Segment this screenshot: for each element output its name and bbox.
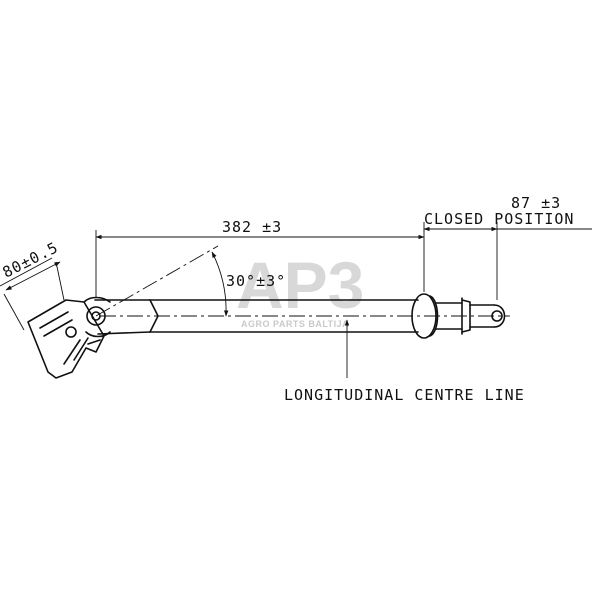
dimension-closed-label: CLOSED POSITION [424, 210, 574, 228]
dimension-width: 80±0.5 [0, 238, 61, 291]
angled-bracket [27, 299, 105, 379]
angled-centre-line [95, 245, 219, 317]
dimension-closed: 87 ±3 CLOSED POSITION [423, 194, 592, 232]
dimension-angle: 30°±3° [211, 251, 286, 317]
dimension-closed-value: 87 ±3 [511, 194, 561, 212]
watermark-logo: AP3 AGRO PARTS BALTIJA [236, 248, 364, 329]
dimension-width-label: 80±0.5 [0, 238, 61, 281]
swivel-end [83, 296, 151, 338]
watermark-subtitle: AGRO PARTS BALTIJA [241, 319, 349, 329]
dimension-length-label: 382 ±3 [222, 218, 282, 236]
dimension-length: 382 ±3 [95, 218, 425, 240]
centre-line-label: LONGITUDINAL CENTRE LINE [284, 386, 525, 404]
watermark-logo-text: AP3 [236, 248, 364, 322]
centre-line-callout: LONGITUDINAL CENTRE LINE [284, 319, 525, 404]
dimension-angle-label: 30°±3° [226, 272, 286, 290]
